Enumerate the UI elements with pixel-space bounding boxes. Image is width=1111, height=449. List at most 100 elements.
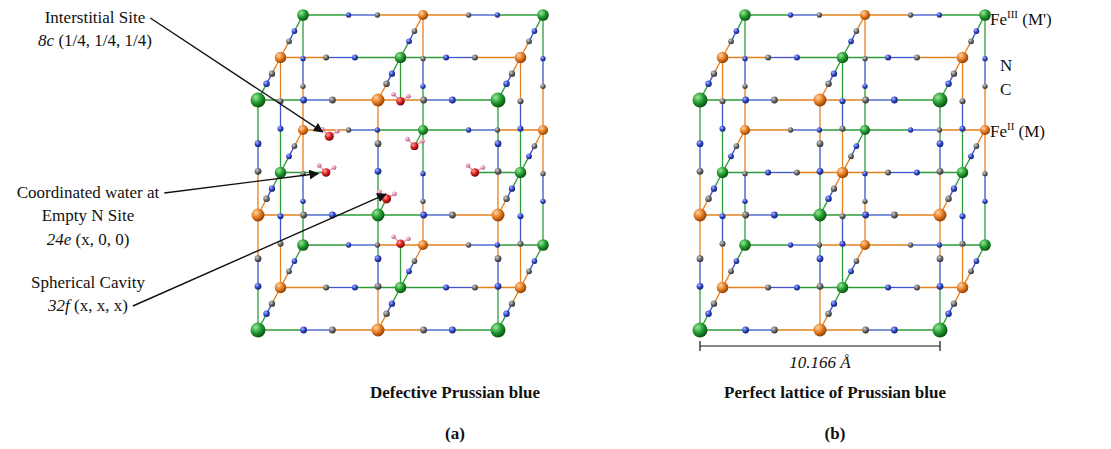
c-atom (719, 241, 725, 247)
fe3-atom (717, 167, 729, 179)
c-atom (286, 38, 292, 44)
bond-line (422, 86, 423, 130)
bond-line (475, 57, 521, 58)
c-atom (383, 311, 390, 318)
c-atom (705, 196, 712, 203)
bond-line (864, 174, 865, 202)
label-text: Perfect lattice of Prussian blue (724, 383, 946, 402)
label-text: N (1000, 56, 1012, 75)
bond-line (326, 287, 355, 288)
leader-arrow (164, 174, 318, 193)
hydrogen-atom (466, 163, 471, 168)
bond-line (888, 57, 917, 58)
c-atom (383, 81, 390, 88)
n-atom (848, 268, 854, 274)
label-line: Interstitial Site (45, 8, 146, 28)
bond-line (866, 329, 895, 330)
bond-line (303, 129, 349, 130)
bond-line (497, 144, 498, 172)
fe2-atom (717, 52, 729, 64)
c-atom (412, 258, 418, 264)
c-atom (728, 268, 734, 274)
n-atom (848, 38, 854, 44)
n-atom (711, 185, 717, 191)
bond-line (542, 201, 543, 245)
bond-line (843, 287, 889, 288)
n-atom (503, 81, 510, 88)
fe3-atom (275, 167, 287, 179)
bond-line (699, 144, 700, 172)
bond-line (520, 129, 521, 173)
fe2-atom (740, 125, 750, 135)
leader-lines (133, 18, 386, 306)
perfect-lattice (693, 9, 991, 337)
fe2-atom (372, 324, 385, 337)
n-atom (517, 126, 523, 132)
bond-line (939, 171, 940, 215)
fe3-atom (297, 9, 309, 21)
n-atom (982, 199, 987, 204)
fe3-atom (957, 167, 969, 179)
hydrogen-atom (332, 165, 337, 170)
label-text: III (1007, 9, 1018, 21)
fe3-atom (537, 239, 549, 251)
label-text: Spherical Cavity (31, 273, 145, 292)
bond-line (866, 214, 895, 215)
bond-line (842, 129, 843, 173)
bond-line (377, 215, 378, 259)
fe3-atom (418, 125, 428, 135)
bond-line (864, 201, 865, 245)
bond-line (984, 174, 985, 202)
bond-line (864, 59, 865, 87)
fe2-atom (837, 167, 849, 179)
bond-line (520, 173, 521, 217)
c-atom (788, 127, 793, 132)
fe3-atom (837, 52, 849, 64)
dimension-bar (700, 345, 940, 346)
n-atom (742, 97, 749, 104)
n-atom (300, 199, 305, 204)
fe3-atom (933, 93, 948, 108)
bond-line (280, 173, 281, 217)
n-atom (292, 28, 298, 34)
bond-line (497, 215, 498, 259)
fe2-atom (717, 282, 729, 294)
c-atom (848, 153, 854, 159)
bond-line (819, 171, 820, 215)
c-atom (375, 12, 380, 17)
hydrogen-atom (406, 94, 411, 99)
c-atom (839, 126, 845, 132)
label-line: C (1000, 80, 1011, 100)
n-atom (982, 56, 987, 61)
c-atom (509, 70, 515, 76)
c-atom (269, 300, 275, 306)
c-atom (346, 127, 351, 132)
c-atom (968, 268, 974, 274)
n-atom (885, 54, 891, 60)
dimension-tick (699, 341, 700, 351)
bond-line (984, 86, 985, 130)
label-text: Defective Prussian blue (370, 383, 540, 402)
n-atom (697, 283, 704, 290)
bond-line (820, 329, 866, 330)
bond-line (302, 130, 303, 174)
bond-line (424, 99, 453, 100)
bond-line (819, 100, 820, 144)
c-atom (495, 127, 500, 132)
fe2-atom (957, 282, 969, 294)
bond-line (911, 129, 940, 130)
bond-line (303, 244, 349, 245)
bond-line (542, 130, 543, 174)
label-line: 32f(x, x, x) (48, 296, 128, 316)
n-atom (945, 311, 952, 318)
label-line: Empty N Site (42, 206, 135, 226)
c-atom (375, 242, 380, 247)
n-atom (788, 12, 793, 17)
bond-line (865, 14, 911, 15)
c-atom (891, 212, 898, 219)
bond-line (939, 14, 985, 15)
hydrogen-atom (481, 165, 486, 170)
bond-line (819, 14, 865, 15)
c-atom (420, 97, 427, 104)
